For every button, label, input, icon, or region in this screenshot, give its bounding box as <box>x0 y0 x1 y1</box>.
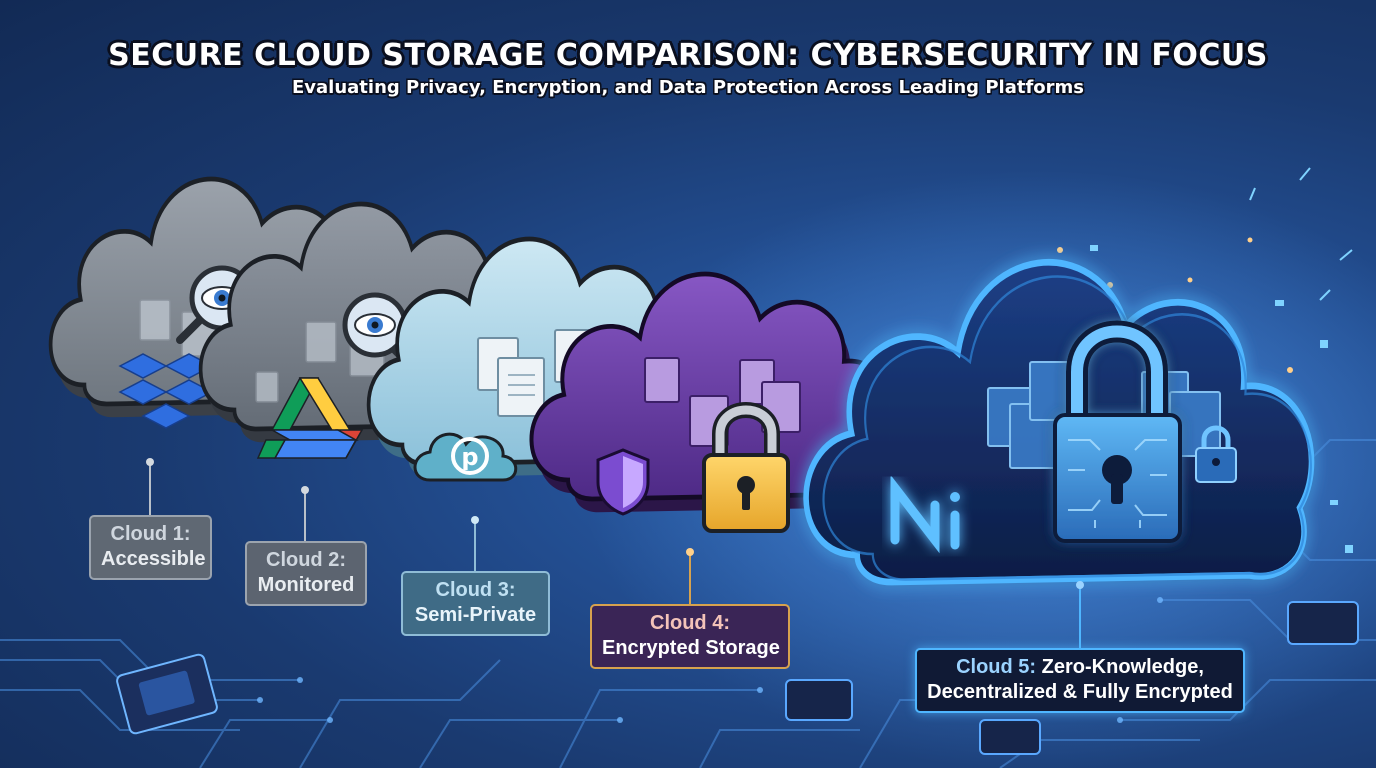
cloud-1-label: Cloud 1: Accessible <box>89 515 212 580</box>
cloud-2-label-title: Cloud 2: <box>266 549 346 571</box>
chip-icon <box>116 653 218 735</box>
cloud-5-label-desc-a: Zero-Knowledge, <box>1041 656 1204 678</box>
cloud-5-label-desc-b: Decentralized & Fully Encrypted <box>927 681 1233 703</box>
cloud-4-label: Cloud 4: Encrypted Storage <box>590 604 790 669</box>
chip-icon <box>1287 601 1359 645</box>
magnifier-eye-icon <box>342 292 414 369</box>
cloud-3-label-title: Cloud 3: <box>435 579 516 601</box>
page-subtitle: Evaluating Privacy, Encryption, and Data… <box>291 77 1084 98</box>
cloud-4-label-desc: Encrypted Storage <box>602 637 780 659</box>
documents-icon <box>644 357 801 447</box>
small-padlock-icon <box>1195 425 1237 483</box>
connector-dot <box>686 548 694 556</box>
cloud-4-label-title: Cloud 4: <box>650 612 730 634</box>
padlock-icon <box>702 402 790 533</box>
dropbox-logo-icon <box>118 353 214 429</box>
connector-dot <box>146 458 154 466</box>
cloud-3-label-desc: Semi-Private <box>414 604 537 626</box>
chip-icon <box>979 719 1041 755</box>
connector-dot <box>471 516 479 524</box>
chip-icon <box>785 679 853 721</box>
circuit-padlock-icon <box>1053 320 1182 543</box>
n-logo-icon <box>890 474 960 554</box>
connector-dot <box>1076 581 1084 589</box>
page-title: SECURE CLOUD STORAGE COMPARISON: CYBERSE… <box>108 38 1268 73</box>
cloud-5-label-title: Cloud 5: <box>956 656 1037 678</box>
cloud-1-label-desc: Accessible <box>101 548 206 570</box>
google-drive-logo-icon <box>256 377 364 459</box>
cloud-5-label: Cloud 5: Zero-Knowledge, Decentralized &… <box>915 648 1245 713</box>
cloud-3-label: Cloud 3: Semi-Private <box>401 571 550 636</box>
cloud-2-label-desc: Monitored <box>257 574 355 596</box>
shield-logo-icon <box>596 448 650 516</box>
cloud-1-label-title: Cloud 1: <box>110 523 191 545</box>
connector-dot <box>301 486 309 494</box>
cloud-2-label: Cloud 2: Monitored <box>245 541 367 606</box>
pcloud-logo-icon: p <box>413 432 518 482</box>
cloud-5-label-line1: Cloud 5: Zero-Knowledge, <box>927 655 1233 680</box>
header: SECURE CLOUD STORAGE COMPARISON: CYBERSE… <box>0 38 1376 98</box>
svg-text:p: p <box>461 443 478 471</box>
